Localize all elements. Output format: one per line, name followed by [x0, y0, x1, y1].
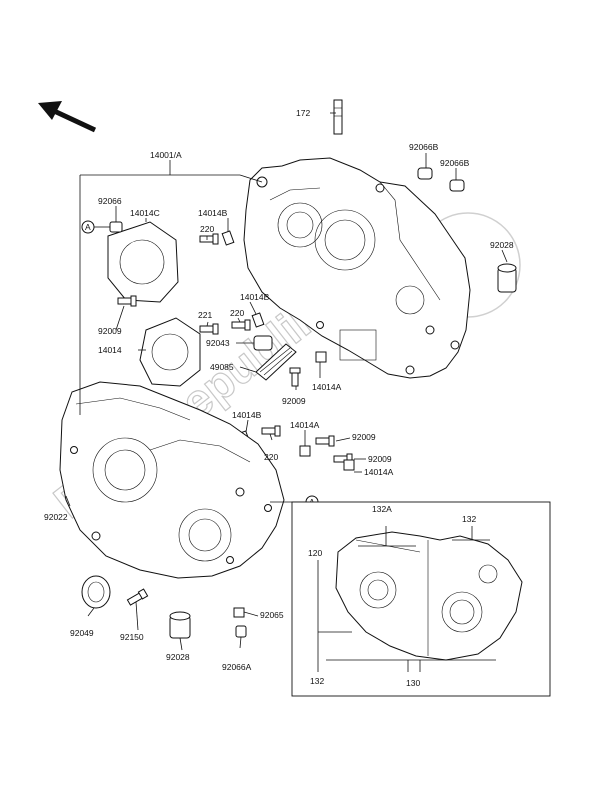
label-14014-1: 14014 — [98, 345, 122, 355]
cap-92066a — [235, 625, 247, 638]
clamp-14014b-2 — [251, 312, 265, 328]
oil-seal-92049 — [81, 575, 111, 609]
label-92049: 92049 — [70, 628, 94, 638]
clamp-14014b-1 — [221, 230, 235, 246]
label-132a: 132A — [372, 504, 392, 514]
label-92066b-2: 92066B — [440, 158, 470, 168]
label-92066: 92066 — [98, 196, 122, 206]
stud-92150 — [126, 588, 149, 606]
collar-92043 — [253, 335, 273, 351]
label-14014b-2: 14014B — [240, 292, 270, 302]
clamp-14014a-3 — [343, 459, 355, 471]
label-14014c: 14014C — [130, 208, 160, 218]
cap-92066b-2 — [449, 179, 465, 192]
label-92150: 92150 — [120, 632, 144, 642]
label-92066a: 92066A — [222, 662, 252, 672]
bolt-221 — [199, 323, 219, 335]
label-a-upper: A — [85, 222, 91, 232]
label-130: 130 — [406, 678, 420, 688]
label-92009-4: 92009 — [368, 454, 392, 464]
label-92009-1: 92009 — [98, 326, 122, 336]
bushing-92028-upper — [497, 263, 517, 293]
label-220-2: 220 — [230, 308, 244, 318]
label-120: 120 — [308, 548, 322, 558]
label-14014a-3: 14014A — [364, 467, 394, 477]
clamp-14014a-1 — [315, 351, 327, 363]
label-132-1: 132 — [462, 514, 476, 524]
label-132-2: 132 — [310, 676, 324, 686]
bolt-220-upper — [199, 233, 219, 245]
label-220-3: 220 — [264, 452, 278, 462]
label-220-1: 220 — [200, 224, 214, 234]
bushing-92028-lower — [169, 611, 191, 639]
label-14014b-3: 14014B — [232, 410, 262, 420]
plate-49085 — [255, 343, 297, 381]
clamp-14014a-2 — [299, 445, 311, 457]
callout-a-upper: A — [81, 220, 95, 234]
gasket-14014c — [107, 221, 179, 303]
plug-92065 — [233, 607, 245, 618]
front-arrow-icon — [38, 101, 97, 133]
bolt-92009-mid — [289, 367, 301, 387]
label-49085: 49085 — [210, 362, 234, 372]
label-92022: 92022 — [44, 512, 68, 522]
stud-172 — [333, 99, 343, 135]
label-92043: 92043 — [206, 338, 230, 348]
label-92028-1: 92028 — [490, 240, 514, 250]
label-14014b-1: 14014B — [198, 208, 228, 218]
label-92009-3: 92009 — [352, 432, 376, 442]
gasket-14014 — [139, 317, 201, 387]
leader-lines — [65, 112, 508, 651]
bolt-220-lower — [261, 425, 281, 437]
label-14014a-1: 14014A — [312, 382, 342, 392]
label-172: 172 — [296, 108, 310, 118]
label-92065: 92065 — [260, 610, 284, 620]
label-14014a-2: 14014A — [290, 420, 320, 430]
crankcase-left-half — [59, 381, 285, 579]
bolt-92009-r1 — [315, 435, 335, 447]
label-221: 221 — [198, 310, 212, 320]
assembly-inset — [291, 501, 551, 697]
bolt-92009-left — [117, 295, 137, 307]
label-92066b-1: 92066B — [409, 142, 439, 152]
label-14001a: 14001/A — [150, 150, 182, 160]
cap-92066b-1 — [417, 167, 433, 180]
label-92009-2: 92009 — [282, 396, 306, 406]
dowel-92066 — [109, 221, 123, 233]
label-92028-2: 92028 — [166, 652, 190, 662]
bolt-220-mid — [231, 319, 251, 331]
crankcase-right-half — [243, 157, 471, 379]
